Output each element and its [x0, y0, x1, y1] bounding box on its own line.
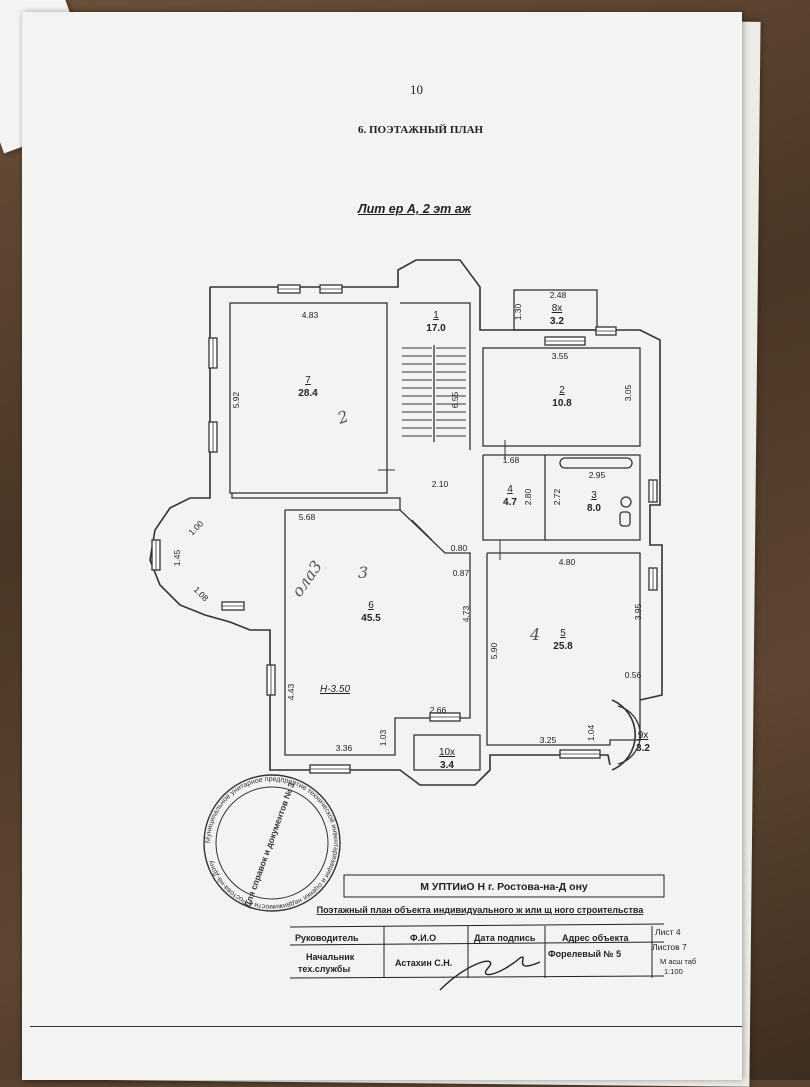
room-number: 4 [507, 484, 513, 495]
room-area: 45.5 [361, 613, 381, 624]
dimension-label: 0.80 [451, 543, 468, 553]
pencil-note: 3 [358, 563, 368, 582]
room-number: 1 [433, 310, 439, 321]
dimension-label: 0.87 [453, 568, 470, 578]
document-page: 10 6. ПОЭТАЖНЫЙ ПЛАН Лит ер А, 2 эт аж 1… [22, 12, 742, 1080]
dimension-label: 2.95 [589, 470, 606, 480]
dimension-label: 1.68 [503, 455, 520, 465]
dimension-label: 4.73 [461, 605, 471, 622]
dimension-label: 5.92 [231, 391, 241, 408]
room-number: 8х [552, 303, 563, 314]
pencil-note: 4 [529, 625, 540, 644]
dimension-label: 1.00 [186, 518, 205, 537]
room-area: 4.7 [503, 497, 517, 508]
dimension-label: 3.95 [633, 603, 643, 620]
dimension-label: 3.36 [336, 743, 353, 753]
room-area: 25.8 [553, 641, 573, 652]
stair-wall [400, 302, 471, 450]
corridor-wall [231, 493, 401, 510]
section-title: 6. ПОЭТАЖНЫЙ ПЛАН [358, 124, 484, 136]
room-area: 10.8 [552, 398, 572, 409]
dimension-label: 0.56 [625, 670, 642, 680]
room-area: 8.0 [587, 503, 601, 514]
room-number: 6 [368, 600, 374, 611]
pencil-note: ола3 [288, 557, 326, 600]
dimension-label: 4.83 [302, 310, 319, 320]
room-area: 28.4 [298, 388, 318, 399]
toilet [619, 511, 631, 527]
pencil-note: 2 [334, 406, 351, 428]
room-area: 3.2 [550, 316, 564, 327]
room-3-wall [545, 454, 641, 541]
room-number: 5 [560, 628, 566, 639]
bay-9-inner [617, 705, 641, 765]
dimension-label: 3.25 [540, 735, 557, 745]
sink [620, 496, 632, 508]
room-area: 17.0 [426, 323, 446, 334]
dimension-label: 3.05 [623, 384, 633, 401]
plan-title: Лит ер А, 2 эт аж [358, 202, 471, 216]
dimension-label: 1.30 [513, 303, 523, 320]
bay-9 [611, 699, 636, 771]
page-number: 10 [410, 82, 423, 97]
room-number: 10х [439, 747, 455, 758]
bathtub [559, 457, 633, 469]
dimension-label: 2.48 [550, 290, 567, 300]
dimension-label: 1.08 [192, 584, 211, 603]
room-5-wall [486, 552, 641, 746]
dimension-label: 2.72 [552, 488, 562, 505]
room-area: 3.2 [636, 743, 650, 754]
dimension-label: 5.68 [299, 512, 316, 522]
room-number: 3 [591, 490, 597, 501]
dimension-label: 3.55 [552, 351, 569, 361]
room-area: 3.4 [440, 760, 454, 771]
room-number: 2 [559, 385, 565, 396]
room-2-wall [482, 347, 641, 447]
outer-wall-south [149, 287, 611, 786]
floor-plan: 1 17.0 2 10.8 3 8.0 4 4.7 5 25.8 6 45.5 7 28.4 8х 3.2 9х… [149, 259, 663, 786]
room-8-wall [513, 289, 598, 331]
height-mark: Н-3.50 [320, 684, 350, 695]
outer-wall [210, 259, 663, 701]
dimension-label: 2.80 [523, 488, 533, 505]
dimension-label: 2.10 [432, 479, 449, 489]
dimension-label: 5.90 [489, 642, 499, 659]
room-number: 9х [638, 730, 649, 741]
dimension-label: 4.80 [559, 557, 576, 567]
dimension-label: 1.45 [172, 549, 182, 566]
door-mark [411, 519, 433, 541]
dimension-label: 1.03 [378, 729, 388, 746]
dimension-label: 2.66 [430, 705, 447, 715]
room-10-wall [413, 734, 481, 771]
room-number: 7 [305, 375, 311, 386]
dimension-label: 6.55 [450, 391, 460, 408]
bottom-rule [30, 1026, 742, 1027]
dimension-label: 4.43 [286, 683, 296, 700]
dimension-label: 1.04 [586, 724, 596, 741]
room-7-wall [229, 302, 388, 494]
